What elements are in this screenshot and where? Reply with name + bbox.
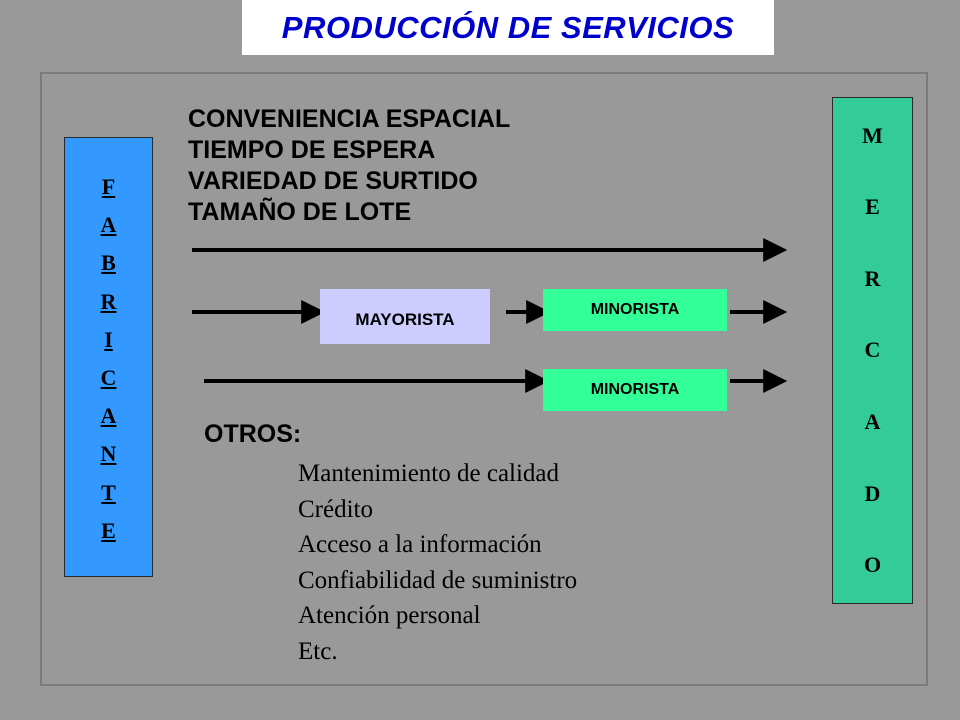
otros-list: Mantenimiento de calidad Crédito Acceso … <box>298 456 577 670</box>
feature-item: TAMAÑO DE LOTE <box>188 198 412 226</box>
otros-item: Crédito <box>298 495 373 523</box>
mercado-letter: M <box>862 122 883 148</box>
otros-item: Acceso a la información <box>298 531 542 559</box>
feature-list: CONVENIENCIA ESPACIAL TIEMPO DE ESPERA V… <box>188 104 510 228</box>
minorista-bottom-label: MINORISTA <box>590 381 680 398</box>
fabricante-letter: C <box>100 365 117 391</box>
mercado-letter: R <box>864 265 881 291</box>
minorista-top-label: MINORISTA <box>590 301 680 318</box>
mayorista-label: MAYORISTA <box>355 309 455 329</box>
fabricante-letter: N <box>100 441 117 467</box>
otros-item: Mantenimiento de calidad <box>298 460 560 487</box>
fabricante-letter: A <box>100 403 117 429</box>
otros-item: Atención personal <box>298 602 481 630</box>
otros-item: Confiabilidad de suministro <box>298 566 578 594</box>
fabricante-letter: B <box>101 250 116 276</box>
fabricante-letter: I <box>104 326 113 352</box>
fabricante-letter: F <box>101 174 116 200</box>
feature-item: TIEMPO DE ESPERA <box>188 136 436 164</box>
fabricante-letter: E <box>101 517 116 543</box>
title-box: PRODUCCIÓN DE SERVICIOS <box>242 0 774 55</box>
mercado-letter: C <box>864 337 881 363</box>
otros-item: Etc. <box>298 637 338 665</box>
mercado-letter: A <box>864 409 881 435</box>
mercado-letter: O <box>863 552 882 578</box>
feature-item: CONVENIENCIA ESPACIAL <box>188 105 511 133</box>
mercado-box: M E R C A D O <box>832 97 913 604</box>
fabricante-letter: A <box>100 212 117 238</box>
minorista-top-box: MINORISTA <box>543 289 727 331</box>
mercado-letter: D <box>864 480 881 506</box>
mercado-letter: E <box>865 194 880 220</box>
diagram-frame <box>40 72 928 686</box>
mayorista-box: MAYORISTA <box>320 289 490 344</box>
fabricante-letter: R <box>100 288 117 314</box>
page-title: PRODUCCIÓN DE SERVICIOS <box>281 9 735 45</box>
fabricante-box: F A B R I C A N T E <box>64 137 153 577</box>
minorista-bottom-box: MINORISTA <box>543 369 727 411</box>
fabricante-letter: T <box>101 479 116 505</box>
otros-title: OTROS: <box>204 420 302 448</box>
feature-item: VARIEDAD DE SURTIDO <box>188 167 478 195</box>
